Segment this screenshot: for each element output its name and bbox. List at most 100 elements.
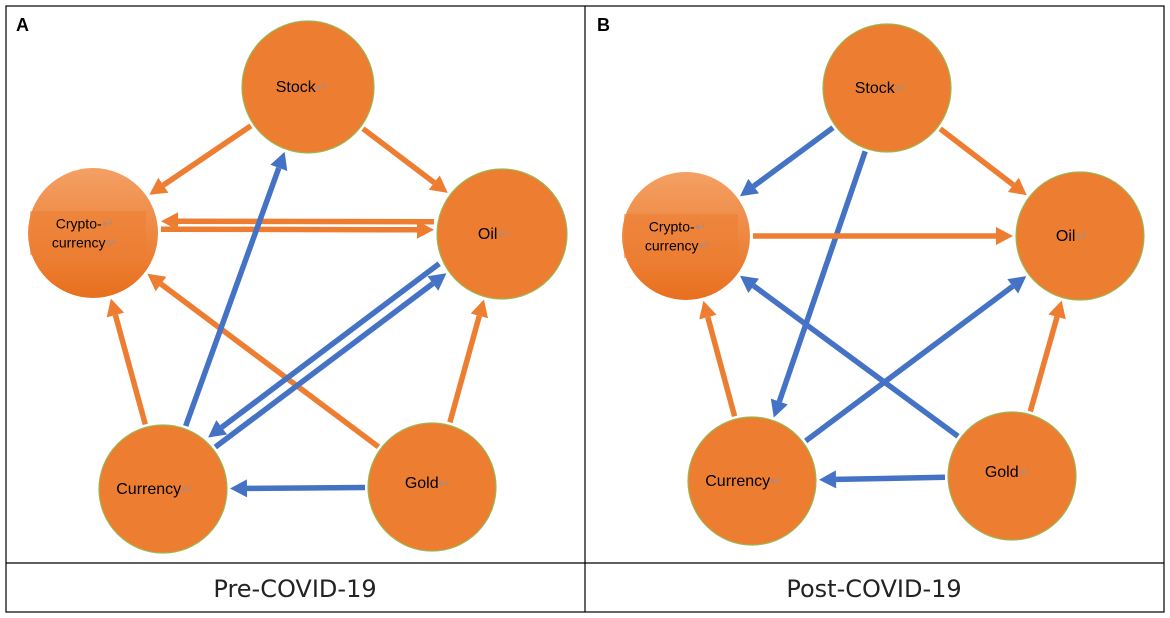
node-oil: Oil↵ xyxy=(1015,171,1145,301)
edge-line xyxy=(447,315,482,424)
node-label-gold: Gold↵ xyxy=(985,463,1031,481)
return-mark: ↵ xyxy=(439,474,452,492)
edge-line xyxy=(159,281,381,450)
panel-b: B Stock↵ Crypto-↵currency↵ Oil↵ Currency↵ Go… xyxy=(597,15,1145,603)
node-circle xyxy=(687,416,817,546)
node-gold: Gold↵ xyxy=(367,422,497,552)
edge-currency-to-crypto xyxy=(106,298,148,426)
arrowhead xyxy=(740,275,759,293)
panel-a: A Stock↵ Crypto-↵currency↵ Oil↵ Currency↵ Go… xyxy=(16,15,568,603)
edge-oil-to-currency xyxy=(208,261,441,438)
edge-gold-to-crypto xyxy=(740,275,960,439)
edge-line xyxy=(361,126,436,185)
edge-stock-to-oil xyxy=(361,126,448,193)
node-label-crypto: currency↵ xyxy=(645,237,711,255)
label-box xyxy=(30,211,146,255)
edge-line xyxy=(112,314,148,426)
edge-gold-to-currency xyxy=(230,479,366,498)
edge-stock-to-crypto xyxy=(149,123,253,195)
edge-line xyxy=(177,218,435,225)
edge-layer-b xyxy=(699,125,1066,489)
edge-line xyxy=(246,484,366,492)
edge-line xyxy=(751,283,960,439)
edge-line xyxy=(705,316,738,418)
edge-line xyxy=(161,123,253,188)
return-mark: ↵ xyxy=(699,237,712,255)
caption-pre-covid: Pre-COVID-19 xyxy=(213,575,376,603)
return-mark: ↵ xyxy=(1019,463,1032,481)
node-label-oil: Oil↵ xyxy=(1056,227,1088,245)
node-circle xyxy=(1015,171,1145,301)
arrowhead xyxy=(1048,300,1066,320)
node-label-gold: Gold↵ xyxy=(405,474,451,492)
arrowhead xyxy=(149,177,169,195)
edge-gold-to-currency xyxy=(819,470,946,489)
node-gold: Gold↵ xyxy=(947,411,1077,541)
node-currency: Currency↵ xyxy=(687,416,817,546)
return-mark: ↵ xyxy=(497,225,510,243)
return-mark: ↵ xyxy=(770,472,783,490)
edge-layer-a xyxy=(106,123,488,498)
edge-line xyxy=(751,125,835,189)
arrowhead xyxy=(996,227,1013,245)
node-circle xyxy=(241,20,375,154)
node-currency: Currency↵ xyxy=(98,424,228,554)
caption-post-covid: Post-COVID-19 xyxy=(786,575,961,603)
edge-crypto-to-oil xyxy=(160,220,434,239)
edge-line xyxy=(160,226,418,233)
table-grid xyxy=(5,5,1165,613)
node-crypto: Crypto-↵currency↵ xyxy=(28,168,158,298)
edge-gold-to-crypto xyxy=(147,273,381,450)
node-stock: Stock↵ xyxy=(241,20,375,154)
edge-line xyxy=(776,150,868,403)
edge-currency-to-oil xyxy=(804,276,1027,444)
node-oil: Oil↵ xyxy=(436,168,568,300)
return-mark: ↵ xyxy=(102,215,115,233)
edge-line xyxy=(213,281,435,450)
edge-line xyxy=(1027,316,1060,413)
edge-gold-to-oil xyxy=(447,299,488,424)
node-circle xyxy=(822,23,952,153)
edge-currency-to-crypto xyxy=(699,300,738,418)
node-layer-a: Stock↵ Crypto-↵currency↵ Oil↵ Currency↵ Gold… xyxy=(28,20,568,554)
edge-stock-to-currency xyxy=(770,150,868,418)
edge-line xyxy=(183,166,282,427)
node-circle xyxy=(947,411,1077,541)
arrowhead xyxy=(1007,177,1027,196)
edge-currency-to-stock xyxy=(183,151,288,427)
arrowhead xyxy=(270,151,288,171)
node-label-crypto: currency↵ xyxy=(52,234,118,252)
node-label-currency: Currency↵ xyxy=(116,480,193,498)
edge-line xyxy=(835,474,946,483)
arrowhead xyxy=(819,470,837,489)
edge-currency-to-oil xyxy=(213,273,447,450)
arrowhead xyxy=(1007,276,1027,294)
node-stock: Stock↵ xyxy=(822,23,952,153)
arrowhead xyxy=(770,398,788,418)
edge-crypto-to-oil xyxy=(753,227,1013,245)
node-label-crypto: Crypto-↵ xyxy=(649,218,707,236)
node-label-currency: Currency↵ xyxy=(705,472,782,490)
panel-letter-a: A xyxy=(16,15,29,35)
node-crypto: Crypto-↵currency↵ xyxy=(622,172,750,300)
arrowhead xyxy=(699,300,717,320)
arrowhead xyxy=(106,298,125,318)
arrowhead xyxy=(428,175,448,193)
arrowhead xyxy=(161,212,179,231)
panel-letter-b: B xyxy=(597,15,610,35)
node-circle xyxy=(367,422,497,552)
edge-line xyxy=(938,126,1015,188)
return-mark: ↵ xyxy=(316,78,329,96)
node-label-oil: Oil↵ xyxy=(478,225,510,243)
return-mark: ↵ xyxy=(106,234,119,252)
node-label-stock: Stock↵ xyxy=(855,79,908,97)
arrowhead xyxy=(230,479,248,498)
edge-oil-to-crypto xyxy=(161,212,435,231)
arrowhead xyxy=(427,273,447,291)
return-mark: ↵ xyxy=(181,480,194,498)
arrowhead xyxy=(740,178,759,197)
node-label-crypto: Crypto-↵ xyxy=(56,215,114,233)
arrowhead xyxy=(417,220,434,239)
edge-line xyxy=(220,261,441,430)
